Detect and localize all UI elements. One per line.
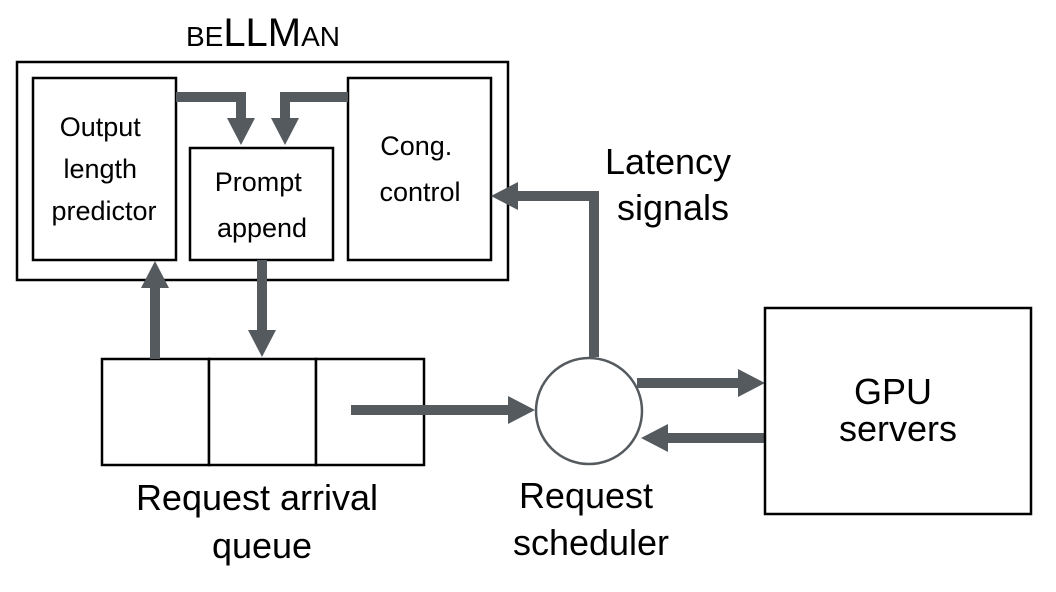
prompt-append-box xyxy=(188,146,335,262)
latency-signals-line-1: Latency xyxy=(605,141,731,182)
arrow-predictor-to-append-head xyxy=(227,118,255,145)
arrow-queue-to-scheduler-head xyxy=(508,396,535,424)
arrow-scheduler-to-gpu-head xyxy=(738,369,765,397)
gpu-servers-line-1: GPU xyxy=(854,371,932,412)
request-arrival-queue-line-2: queue xyxy=(212,525,312,566)
output-length-predictor-line-1: Output xyxy=(60,112,142,142)
request-scheduler-node xyxy=(534,356,644,466)
arrow-control-to-append-head xyxy=(271,118,299,145)
latency-signals-label: Latency signals xyxy=(605,141,741,228)
cong-control-label: Cong. control xyxy=(379,131,460,207)
arrow-append-to-queue-head xyxy=(248,330,276,357)
arrow-predictor-to-append-line xyxy=(176,92,246,120)
request-scheduler-label: Request scheduler xyxy=(513,475,669,563)
prompt-append-label: Prompt append xyxy=(215,167,310,243)
output-length-predictor-line-2: length xyxy=(63,154,137,184)
gpu-servers-label: GPU servers xyxy=(839,371,957,449)
cong-control-line-1: Cong. xyxy=(380,131,452,161)
cong-control-box xyxy=(346,76,493,262)
system-title-part-2: LLM xyxy=(223,11,301,55)
queue-slot-1 xyxy=(100,357,211,467)
output-length-predictor-line-3: predictor xyxy=(51,196,156,226)
request-scheduler-line-2: scheduler xyxy=(513,522,669,563)
request-arrival-queue-label: Request arrival queue xyxy=(136,477,388,566)
system-title-part-3: an xyxy=(301,11,340,55)
arrow-latency-signals-head xyxy=(491,182,518,210)
arrow-gpu-to-scheduler-head xyxy=(641,424,668,452)
queue-slot-2 xyxy=(207,357,318,467)
request-arrival-queue-line-1: Request arrival xyxy=(136,477,378,518)
system-title: beLLMan xyxy=(186,11,340,55)
arrow-latency-signals-line xyxy=(516,191,599,357)
arrow-queue-to-predictor-head xyxy=(141,261,169,288)
gpu-servers-line-2: servers xyxy=(839,408,957,449)
prompt-append-line-2: append xyxy=(217,213,307,243)
arrow-control-to-append-line xyxy=(280,92,348,120)
prompt-append-line-1: Prompt xyxy=(215,167,303,197)
system-title-part-1: be xyxy=(186,11,223,55)
request-scheduler-line-1: Request xyxy=(519,475,653,516)
output-length-predictor-box xyxy=(31,76,178,262)
cong-control-line-2: control xyxy=(379,177,460,207)
gpu-servers-box xyxy=(763,306,1033,516)
latency-signals-line-2: signals xyxy=(617,187,729,228)
output-length-predictor-label: Output length predictor xyxy=(51,112,156,226)
